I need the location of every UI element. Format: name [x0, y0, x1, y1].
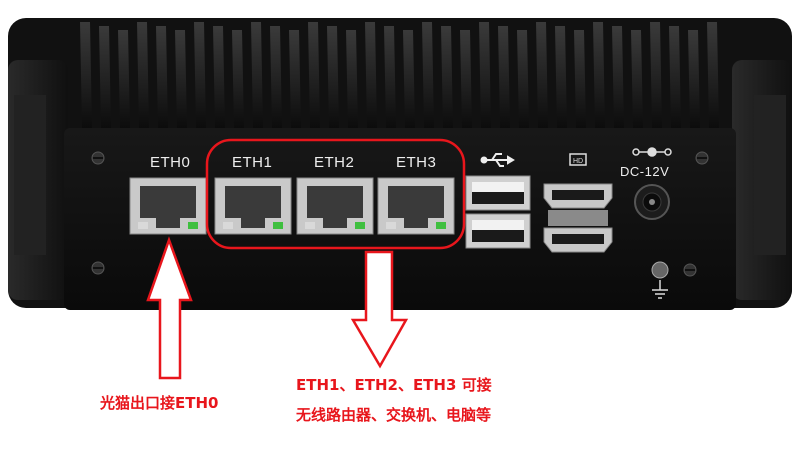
- eth0-arrow: [146, 236, 193, 380]
- eth0-label: ETH0: [150, 154, 191, 171]
- heatsink-fin: [232, 30, 244, 128]
- hdmi-ports: [543, 183, 613, 253]
- dc-jack: [634, 184, 670, 220]
- heatsink-fin: [365, 22, 377, 128]
- heatsink-fin: [593, 22, 605, 128]
- ground-icon: [651, 261, 669, 299]
- lan-group-outline: [205, 138, 466, 250]
- heatsink-fin: [403, 30, 415, 128]
- eth-ports: [129, 177, 455, 235]
- heatsink-fin: [346, 30, 358, 128]
- heatsink-fin: [669, 26, 681, 128]
- heatsink-fin: [194, 22, 206, 128]
- heatsink-fin: [422, 22, 434, 128]
- chassis: [8, 18, 792, 310]
- heatsink-fin: [327, 26, 339, 128]
- heatsink-fin: [175, 30, 187, 128]
- heatsink-fins: [80, 22, 719, 128]
- usb-icon: [480, 153, 515, 167]
- eth3-port: [377, 177, 455, 235]
- heatsink-fin: [213, 26, 225, 128]
- heatsink-fin: [99, 26, 111, 128]
- heatsink-fin: [650, 22, 662, 128]
- heatsink-fin: [251, 22, 263, 128]
- eth2-port: [296, 177, 374, 235]
- heatsink-fin: [270, 26, 282, 128]
- left-vent: [14, 95, 46, 255]
- heatsink-fin: [156, 26, 168, 128]
- heatsink-fin: [498, 26, 510, 128]
- heatsink-fin: [517, 30, 529, 128]
- heatsink-fin: [574, 30, 586, 128]
- lan-note-line2: 无线路由器、交换机、电脑等: [296, 406, 492, 424]
- heatsink-fin: [555, 26, 567, 128]
- heatsink-fin: [308, 22, 320, 128]
- heatsink-fin: [536, 22, 548, 128]
- heatsink-fin: [631, 30, 643, 128]
- heatsink-fin: [289, 30, 301, 128]
- usb-ports: [465, 175, 531, 249]
- screws: [91, 151, 709, 277]
- dc-polarity-icon: [632, 147, 672, 157]
- eth1-label: ETH1: [232, 154, 273, 171]
- heatsink-fin: [688, 30, 700, 128]
- heatsink-fin: [479, 22, 491, 128]
- power-label: DC-12V: [620, 164, 670, 179]
- heatsink-fin: [707, 22, 719, 128]
- eth0-led-left: [138, 222, 148, 229]
- eth2-label: ETH2: [314, 154, 355, 171]
- heatsink-fin: [612, 26, 624, 128]
- eth3-label: ETH3: [396, 154, 437, 171]
- hdmi-icon: HD: [569, 153, 587, 166]
- right-vent: [754, 95, 786, 255]
- eth0-led-right: [188, 222, 198, 229]
- heatsink-fin: [460, 30, 472, 128]
- heatsink-fin: [441, 26, 453, 128]
- lan-note-line1: ETH1、ETH2、ETH3 可接: [296, 376, 492, 394]
- eth0-port: [129, 177, 207, 235]
- heatsink-fin: [118, 30, 130, 128]
- heatsink-fin: [80, 22, 92, 128]
- eth0-note: 光猫出口接ETH0: [100, 394, 219, 412]
- heatsink-fin: [384, 26, 396, 128]
- eth1-port: [214, 177, 292, 235]
- lan-arrow: [350, 250, 409, 369]
- svg-text:HD: HD: [573, 158, 583, 165]
- heatsink-fin: [137, 22, 149, 128]
